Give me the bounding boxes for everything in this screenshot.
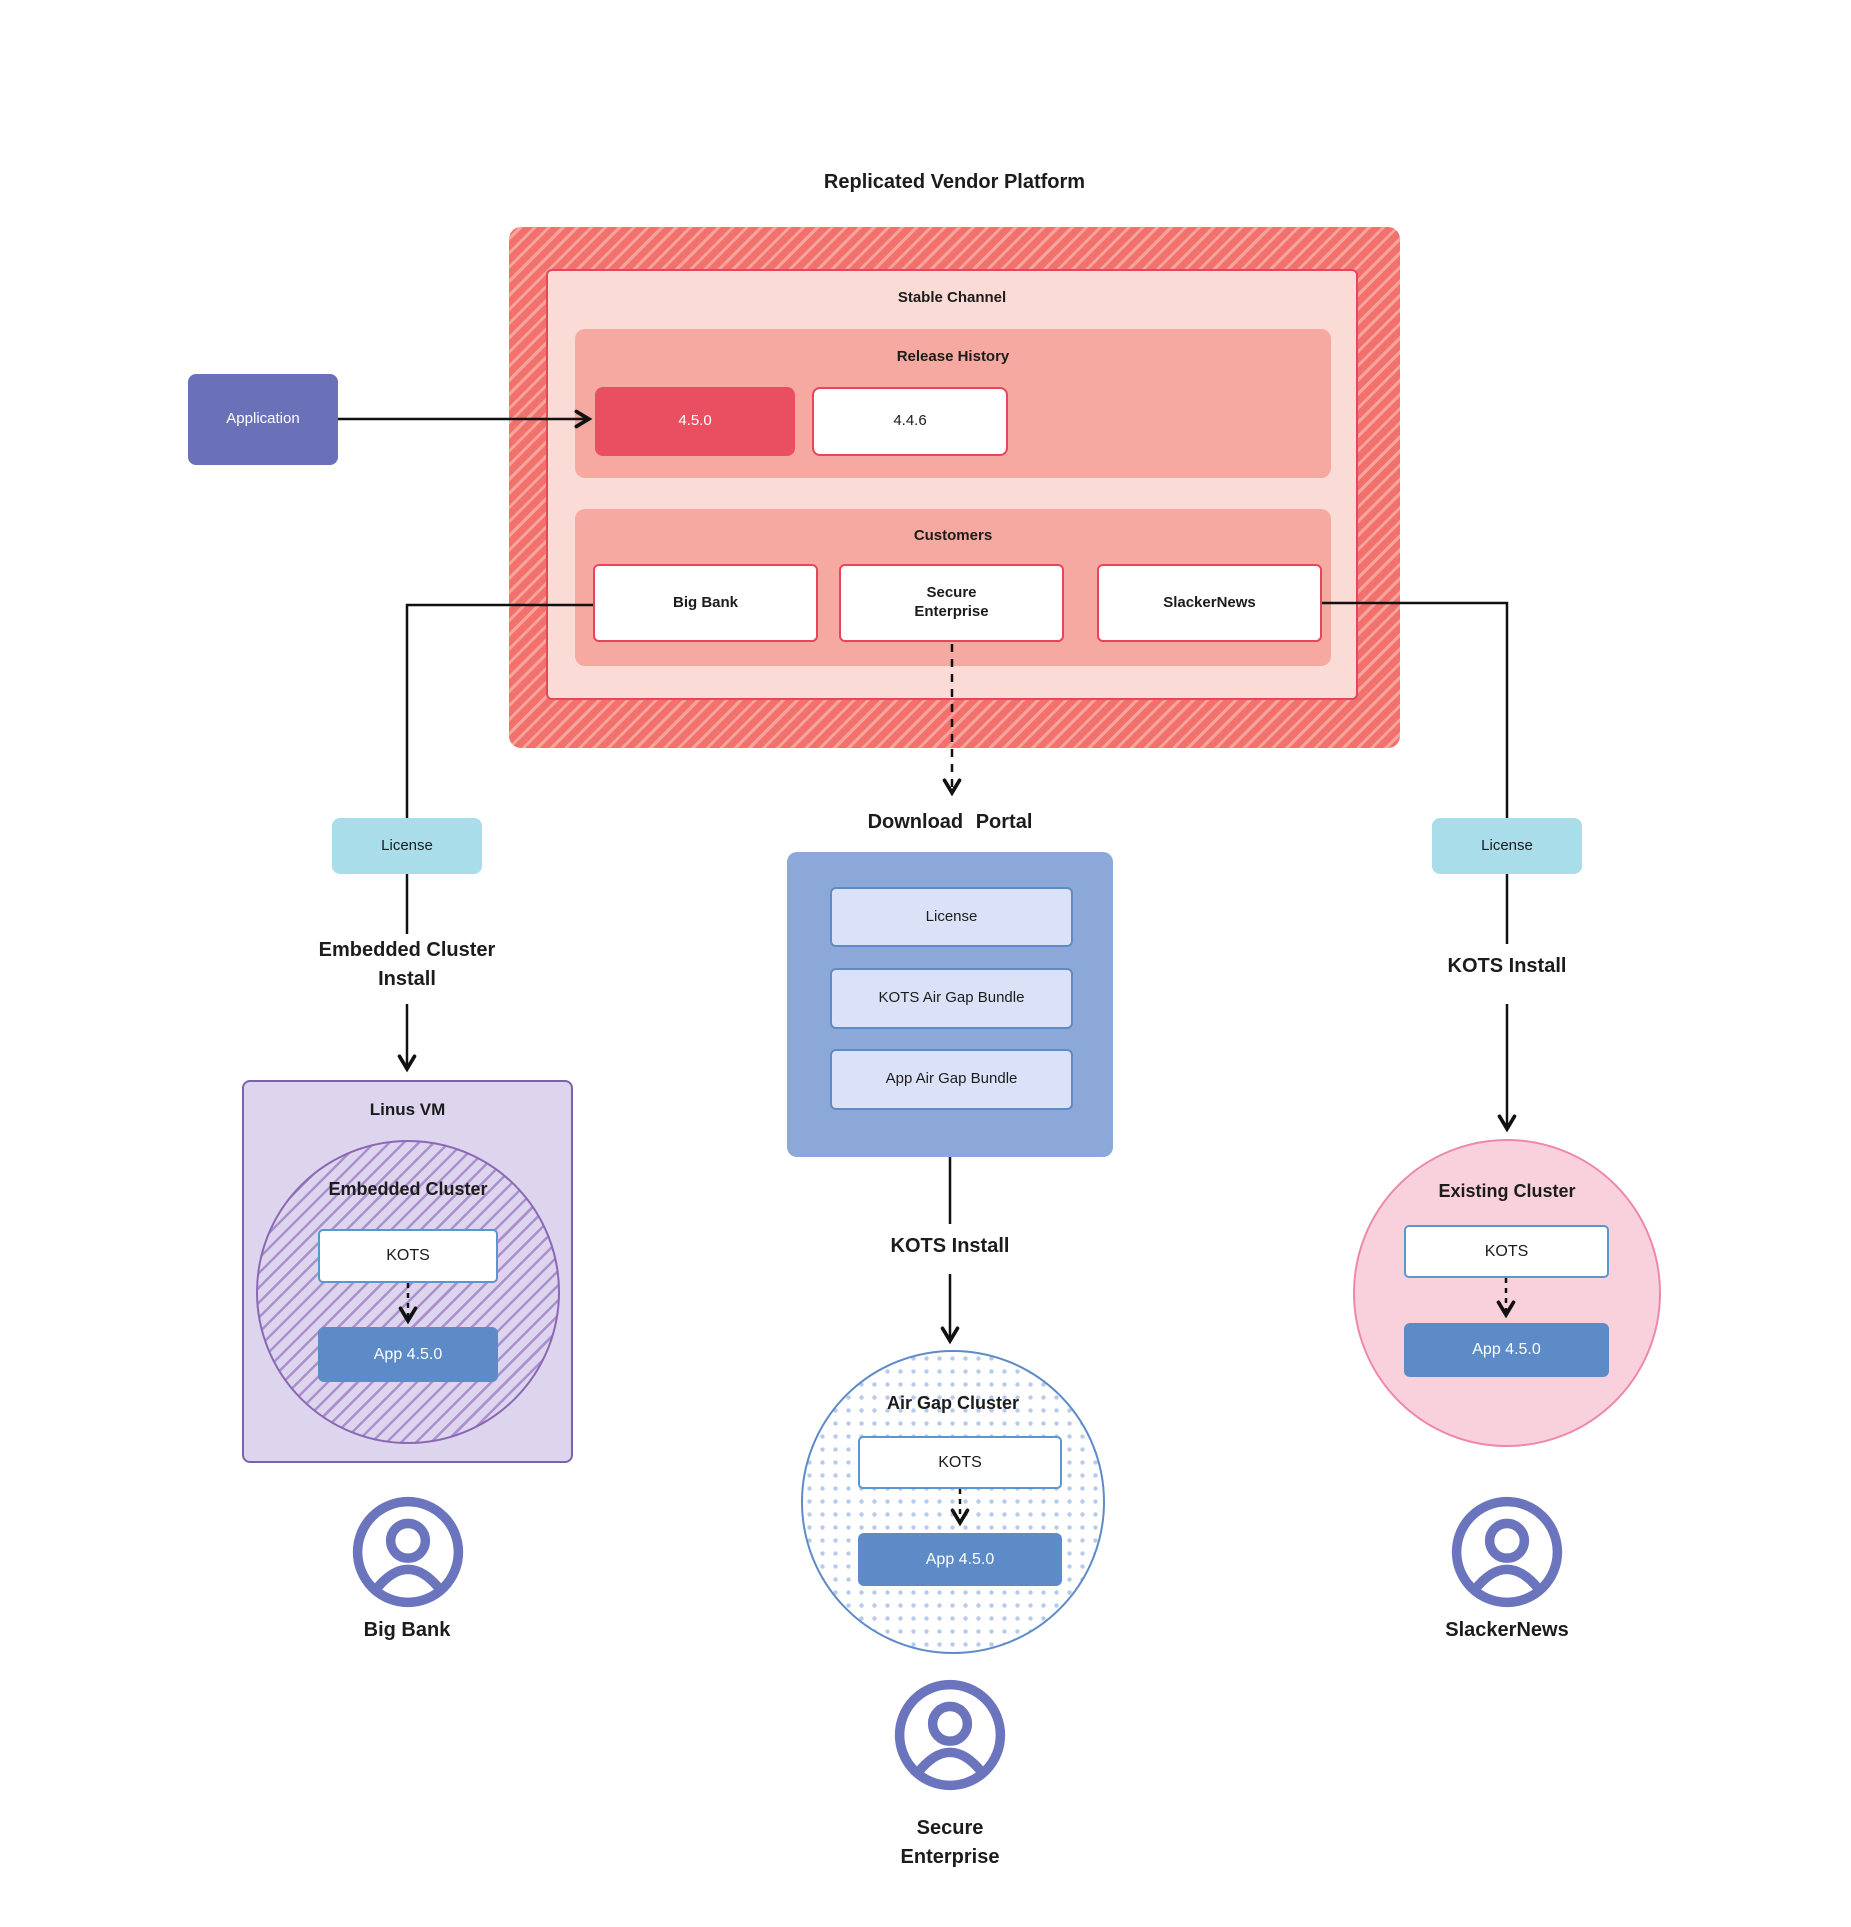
stable-channel-label: Stable Channel — [897, 289, 1007, 306]
existing-cluster-label: Existing Cluster — [1438, 1181, 1576, 1201]
release-4-5-0: 4.5.0 — [595, 387, 795, 456]
app-box-left: App 4.5.0 — [318, 1327, 498, 1382]
customer-big-bank: Big Bank — [593, 564, 818, 642]
portal-item-app-airgap-bundle: App Air Gap Bundle — [830, 1049, 1073, 1110]
linus-vm-label: Linus VM — [369, 1100, 446, 1119]
download-portal-label: Download Portal — [867, 811, 1033, 833]
persona-label-secure-enterprise: Secure Enterprise — [900, 1817, 1000, 1868]
air-gap-cluster-circle — [801, 1350, 1105, 1654]
kots-install-label-right: KOTS Install — [1447, 955, 1567, 977]
customer-secure-enterprise: Secure Enterprise — [839, 564, 1064, 642]
release-4-4-6: 4.4.6 — [812, 387, 1008, 456]
release-history-label: Release History — [896, 348, 1010, 365]
embedded-cluster-install-label: Embedded Cluster Install — [318, 939, 496, 990]
user-icon — [352, 1496, 464, 1608]
diagram-title: Replicated Vendor Platform — [823, 171, 1086, 193]
kots-box-left: KOTS — [318, 1229, 498, 1283]
persona-label-slackernews: SlackerNews — [1445, 1619, 1569, 1641]
customers-label: Customers — [913, 527, 993, 544]
portal-item-license: License — [830, 887, 1073, 947]
customer-slackernews: SlackerNews — [1097, 564, 1322, 642]
embedded-cluster-label: Embedded Cluster — [328, 1179, 488, 1199]
air-gap-cluster-label: Air Gap Cluster — [886, 1393, 1020, 1413]
license-box-left: License — [332, 818, 482, 874]
user-icon — [894, 1679, 1006, 1791]
app-box-middle: App 4.5.0 — [858, 1533, 1062, 1586]
kots-install-label-middle: KOTS Install — [890, 1235, 1010, 1257]
kots-box-right: KOTS — [1404, 1225, 1609, 1278]
portal-item-kots-airgap-bundle: KOTS Air Gap Bundle — [830, 968, 1073, 1029]
app-box-right: App 4.5.0 — [1404, 1323, 1609, 1377]
user-icon — [1451, 1496, 1563, 1608]
persona-label-big-bank: Big Bank — [363, 1619, 451, 1641]
license-box-right: License — [1432, 818, 1582, 874]
application-box: Application — [188, 374, 338, 465]
kots-box-middle: KOTS — [858, 1436, 1062, 1489]
